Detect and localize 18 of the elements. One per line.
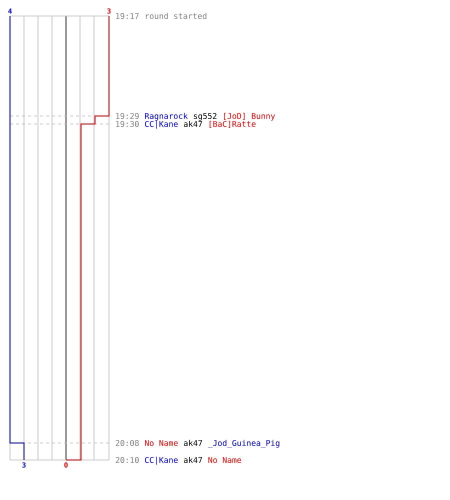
player-name: CC|Kane bbox=[145, 120, 178, 129]
timestamp: 20:10 bbox=[116, 456, 139, 464]
player-name: [BaC]Ratte bbox=[210, 120, 256, 128]
weapon-name: ak47 bbox=[184, 456, 202, 464]
weapon-name: sg552 bbox=[194, 112, 216, 121]
player-name: Ragnarock bbox=[145, 112, 188, 121]
player-name: CC|Kane bbox=[145, 456, 178, 465]
weapon-name: ak47 bbox=[184, 440, 202, 446]
timestamp: 19:29 bbox=[116, 112, 139, 120]
timestamp: 19:17 bbox=[116, 12, 139, 20]
player-name: _Jod_Guinea_Pig bbox=[208, 440, 280, 448]
player-name: No Name bbox=[208, 457, 242, 464]
timestamp: 19:30 bbox=[116, 120, 139, 128]
player-name: No Name bbox=[145, 440, 178, 446]
player-name: [JoD] Bunny bbox=[224, 112, 275, 121]
event-text: round started bbox=[146, 12, 206, 20]
timestamp: 20:08 bbox=[116, 440, 139, 446]
weapon-name: ak47 bbox=[184, 120, 202, 128]
